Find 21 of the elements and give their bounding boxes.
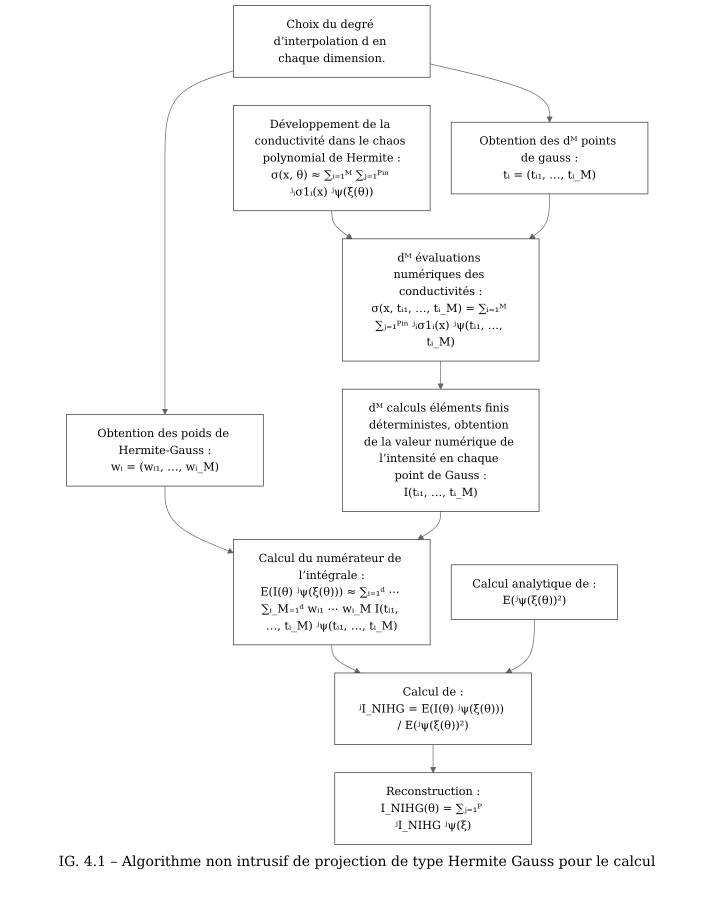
node-box: dᴹ évaluations numériques des conductivités : σ(x, tᵢ₁, …, tᵢ_M) = ∑ᵢ₌₁ᴹ ∑ⱼ₌₁ᴾⁱⁿ ʲᵢσ1ᵢ(x) ʲψ(tᵢ₁, …, tᵢ_M)	[342, 238, 540, 362]
node-box: Obtention des dᴹ points de gauss : tᵢ = (tᵢ₁, …, tᵢ_M)	[450, 122, 648, 194]
node-box: Développement de la conductivité dans le chaos polynomial de Hermite : σ(x, θ) ≈ ∑ᵢ₌₁ᴹ ∑ⱼ₌₁ᴾⁱⁿ ʲᵢσ1ᵢ(x) ʲψ(ξ(θ))	[232, 105, 430, 212]
node-box: Calcul de : ʲI_NIHG = E(I(θ) ʲψ(ξ(θ))) / E(ʲψ(ξ(θ))²)	[334, 672, 532, 745]
arrow	[437, 360, 444, 390]
arrow	[162, 70, 234, 415]
figure-caption: IG. 4.1 – Algorithme non intrusif de projection de type Hermite Gauss pour le calcul	[58, 853, 656, 872]
arrow	[331, 644, 360, 674]
node-box: Obtention des poids de Hermite-Gauss : wᵢ = (wᵢ₁, …, wᵢ_M)	[66, 414, 264, 486]
node-box: Calcul du numérateur de l’intégrale : E(I(θ) ʲψ(ξ(θ))) ≈ ∑ᵢ₌₁ᵈ ⋯ ∑ᵢ_M₌₁ᵈ wᵢ₁ ⋯ wᵢ_M I(tᵢ₁, …, tᵢ_M) ʲψ(tᵢ₁, …, tᵢ_M)	[232, 539, 430, 646]
node-box: dᴹ calculs éléments finis déterministes, obtention de la valeur numérique de l’intensité en chaque point de Gauss : I(tᵢ₁, …, tᵢ_M)	[342, 388, 540, 512]
arrow	[430, 744, 436, 773]
node-box: Calcul analytique de : E(ʲψ(ξ(θ))²)	[450, 564, 618, 620]
arrow	[505, 619, 534, 674]
arrow	[528, 194, 550, 240]
node-box: Reconstruction : I_NIHG(θ) = ∑ⱼ₌₁ᴾ ʲI_NIHG ʲψ(ξ)	[334, 772, 532, 845]
arrow	[417, 511, 441, 540]
arrow	[164, 486, 234, 554]
arrow	[331, 210, 352, 240]
node-box: Choix du degré d’interpolation d en chaque dimension.	[232, 5, 430, 78]
arrow	[430, 64, 552, 122]
